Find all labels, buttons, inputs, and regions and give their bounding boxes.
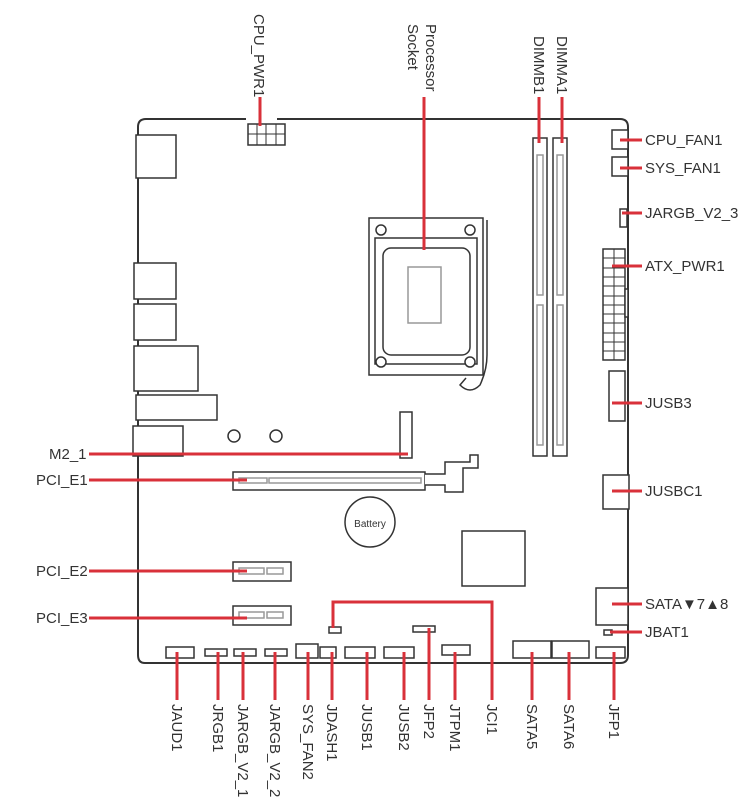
jaud1-header [165, 646, 195, 659]
label-dimmb1: DIMMB1 [530, 36, 547, 95]
label-pci-e1: PCI_E1 [36, 472, 88, 489]
standoff-2 [269, 429, 283, 443]
jusb1-header [344, 646, 376, 659]
jdash1-header [319, 646, 337, 659]
label-dimma1: DIMMA1 [553, 36, 570, 95]
sata78-connector [595, 587, 629, 626]
label-sys-fan1: SYS_FAN1 [645, 160, 721, 177]
jusb3-header [608, 370, 626, 422]
label-pci-e3: PCI_E3 [36, 610, 88, 627]
jfp1-header [595, 646, 626, 659]
label-processor-socket-1: Processor [422, 24, 439, 92]
label-jargb-v2-3: JARGB_V2_3 [645, 205, 739, 222]
label-jfp1: JFP1 [605, 704, 622, 740]
label-m2-1: M2_1 [49, 446, 87, 463]
label-jargb-v2-1: JARGB_V2_1 [234, 704, 251, 798]
label-sys-fan2: SYS_FAN2 [299, 704, 316, 780]
jargb-v2-1-header [233, 648, 257, 657]
label-cpu-fan1: CPU_FAN1 [645, 132, 723, 149]
label-jci1: JCI1 [483, 704, 500, 735]
label-sata6: SATA6 [560, 704, 577, 750]
chipset [461, 530, 526, 587]
board-outline [137, 118, 629, 664]
io-port-3 [133, 303, 177, 341]
label-jusb1: JUSB1 [358, 704, 375, 751]
standoff-1 [227, 429, 241, 443]
jusb2-header [383, 646, 415, 659]
label-jfp2: JFP2 [420, 704, 437, 740]
io-port-1 [135, 134, 177, 179]
m2-1-slot [399, 411, 413, 459]
label-jaud1: JAUD1 [168, 704, 185, 752]
label-jdash1: JDASH1 [323, 704, 340, 762]
pci-e3-slot [232, 605, 292, 626]
label-processor-socket-2: Socket [404, 24, 421, 70]
atx-pwr1-connector [602, 248, 629, 361]
label-jrgb1: JRGB1 [209, 704, 226, 753]
label-sata5: SATA5 [523, 704, 540, 750]
label-sata78: SATA▼7▲8 [645, 596, 729, 613]
pci-e1-slot [232, 454, 479, 493]
jargb-v2-3-header [619, 208, 628, 228]
label-pci-e2: PCI_E2 [36, 563, 88, 580]
jrgb1-header [204, 648, 228, 657]
io-port-2 [133, 262, 177, 300]
processor-socket [368, 217, 488, 391]
label-jargb-v2-2: JARGB_V2_2 [266, 704, 283, 798]
io-port-4 [133, 345, 199, 392]
jfp2-header [412, 625, 436, 633]
label-jbat1: JBAT1 [645, 624, 689, 641]
label-jusb3: JUSB3 [645, 395, 692, 412]
label-cpu-pwr1: CPU_PWR1 [250, 14, 267, 98]
leader-lines [89, 97, 642, 700]
jci1-header [328, 626, 342, 634]
label-jtpm1: JTPM1 [446, 704, 463, 752]
dimm-slots [532, 137, 568, 457]
battery [344, 496, 396, 548]
battery-label: Battery [354, 519, 386, 530]
label-jusbc1: JUSBC1 [645, 483, 703, 500]
io-port-5 [135, 394, 218, 421]
label-atx-pwr1: ATX_PWR1 [645, 258, 725, 275]
label-jusb2: JUSB2 [395, 704, 412, 751]
io-port-6 [132, 425, 184, 457]
